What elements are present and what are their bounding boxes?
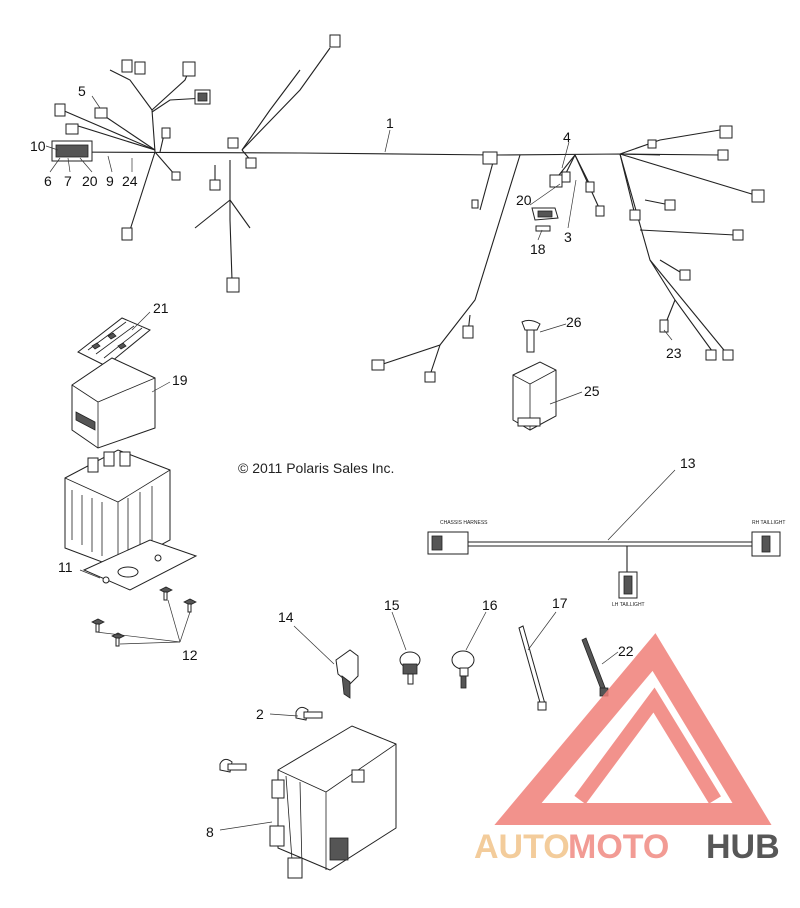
callout-26: 26 [566,314,582,330]
fuse-box-cover-item-19 [71,357,156,449]
cable-tie-item-22 [581,637,609,697]
callout-22: 22 [618,643,634,659]
main-wire-harness [61,47,756,376]
connector-item-20-18 [531,207,559,232]
callout-11: 11 [58,559,73,575]
watermark-hub: HUB [706,828,780,866]
watermark-auto: AUTO [474,828,570,866]
callout-16: 16 [482,597,498,613]
relay-item-25 [512,361,557,431]
callout-19: 19 [172,372,188,388]
callout-21: 21 [153,300,169,316]
callout-7: 7 [64,173,72,189]
callout-18: 18 [530,241,546,257]
control-module-item-8 [269,725,397,879]
copyright-text: © 2011 Polaris Sales Inc. [238,460,394,476]
clamp-item-15 [399,651,421,685]
callout-4: 4 [563,129,571,145]
clamp-item-16 [451,650,475,689]
leader-lines [45,95,676,831]
callout-24: 24 [122,173,138,189]
callout-8: 8 [206,824,214,840]
callout-14: 14 [278,609,294,625]
watermark-triangle-icon [494,633,772,825]
callout-1: 1 [386,115,394,131]
taillight-harness-item-13: CHASSIS HARNESS RH TAILLIGHT LH TAILLIGH… [427,520,785,608]
callout-20-right: 20 [516,192,532,208]
rh-taillight-label: RH TAILLIGHT [752,520,785,526]
callout-12: 12 [182,647,198,663]
callout-9: 9 [106,173,114,189]
callout-6: 6 [44,173,52,189]
watermark-moto: MOTO [568,828,669,866]
harness-connectors [51,34,765,383]
watermark-logo: AUTO MOTO HUB [474,633,780,866]
callout-25: 25 [584,383,600,399]
push-pin-item-26 [521,319,541,353]
lh-taillight-label: LH TAILLIGHT [612,602,645,608]
fuse-box-item-11 [64,449,198,591]
callout-17: 17 [552,595,568,611]
screw-item-2 [219,706,323,773]
callout-5: 5 [78,83,86,99]
callout-20-left: 20 [82,173,98,189]
callout-15: 15 [384,597,400,613]
callout-23: 23 [666,345,682,361]
callout-3: 3 [564,229,572,245]
callout-10: 10 [30,138,46,154]
clip-item-14 [335,649,359,699]
callout-labels: 1 4 5 10 6 7 20 9 24 20 3 18 21 19 26 25… [30,83,696,840]
cable-tie-item-17 [518,625,547,711]
screws-item-12 [91,586,197,647]
chassis-harness-label: CHASSIS HARNESS [440,520,488,526]
callout-2: 2 [256,706,264,722]
callout-13: 13 [680,455,696,471]
